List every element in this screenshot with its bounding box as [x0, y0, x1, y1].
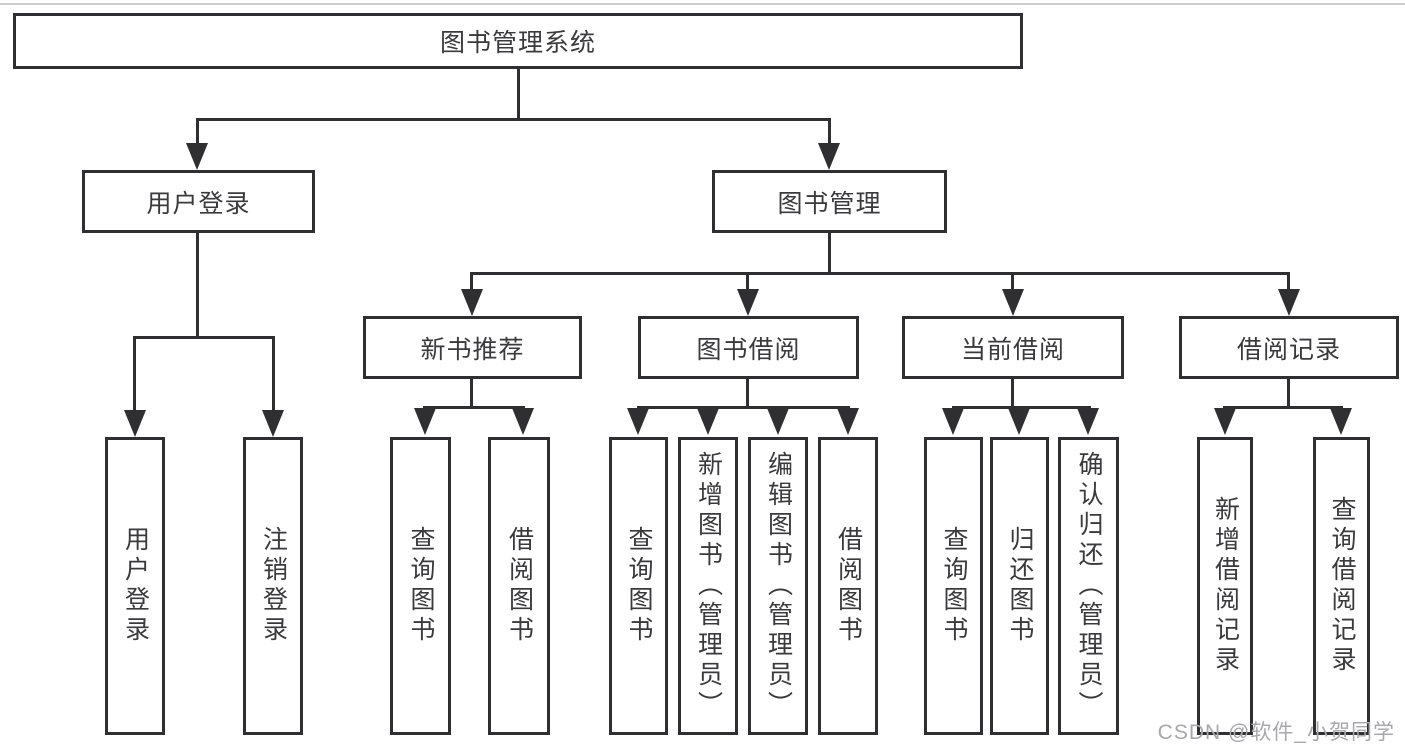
leaf-label: 查询图书 — [940, 526, 968, 646]
arrowhead-down-icon — [1002, 289, 1024, 316]
connector-drop-book-management — [828, 118, 831, 146]
node-current-borrowing-label: 当前借阅 — [960, 335, 1065, 364]
connector-drop-level3 — [746, 272, 749, 292]
leaf-label: 新增图书（管理员） — [694, 451, 723, 721]
leaf-label: 新增借阅记录 — [1211, 496, 1240, 676]
node-library-system-label: 图书管理系统 — [439, 29, 596, 57]
node-user-login-label: 用户登录 — [146, 189, 251, 218]
leaf-query-books: 查询图书 — [924, 437, 983, 735]
node-book-borrowing: 图书借阅 — [638, 316, 859, 379]
node-library-system: 图书管理系统 — [13, 13, 1023, 69]
leaf-confirm-return-admin: 确认归还（管理员） — [1058, 437, 1119, 735]
leaf-query-borrow-record: 查询借阅记录 — [1313, 437, 1370, 735]
node-borrowing-records: 借阅记录 — [1179, 316, 1399, 379]
connector-user-login-stem — [196, 233, 199, 339]
connector-stem — [1011, 379, 1014, 409]
arrowhead-down-icon — [1278, 289, 1300, 316]
connector-stem — [470, 379, 473, 409]
arrowhead-down-icon — [1330, 408, 1352, 435]
node-book-management-label: 图书管理 — [777, 189, 882, 218]
connector-user-login-horizontal — [133, 336, 275, 339]
leaf-borrow-books: 借阅图书 — [488, 437, 550, 735]
page-top-divider — [0, 3, 1405, 5]
arrowhead-down-icon — [737, 289, 759, 316]
arrowhead-down-icon — [512, 408, 534, 435]
arrowhead-down-icon — [942, 408, 964, 435]
leaf-add-borrow-record: 新增借阅记录 — [1197, 437, 1253, 735]
leaf-label: 查询图书 — [625, 526, 653, 646]
arrowhead-down-icon — [414, 408, 436, 435]
leaf-borrow-books: 借阅图书 — [818, 437, 878, 735]
node-new-book-recommendation: 新书推荐 — [363, 316, 582, 379]
arrowhead-down-icon — [124, 410, 146, 437]
arrowhead-down-icon — [627, 408, 649, 435]
leaf-label: 借阅图书 — [834, 526, 863, 646]
connector-stem — [746, 379, 749, 409]
leaf-label: 查询借阅记录 — [1328, 496, 1356, 676]
connector-horizontal — [423, 406, 525, 409]
node-book-borrowing-label: 图书借阅 — [696, 335, 801, 364]
arrowhead-down-icon — [767, 408, 789, 435]
leaf-label: 借阅图书 — [505, 526, 534, 646]
connector-book-management-stem — [828, 233, 831, 275]
arrowhead-down-icon — [1077, 408, 1099, 435]
leaf-label: 确认归还（管理员） — [1075, 451, 1103, 721]
arrowhead-down-icon — [837, 408, 859, 435]
connector-drop-leaf — [133, 336, 136, 411]
leaf-query-books: 查询图书 — [390, 437, 451, 735]
arrowhead-down-icon — [461, 289, 483, 316]
arrowhead-down-icon — [818, 143, 840, 170]
leaf-edit-books-admin: 编辑图书（管理员） — [748, 437, 808, 735]
leaf-query-books: 查询图书 — [609, 437, 668, 735]
leaf-label: 注销登录 — [259, 526, 288, 646]
connector-drop-leaf — [272, 336, 275, 411]
leaf-label: 用户登录 — [121, 526, 150, 646]
node-borrowing-records-label: 借阅记录 — [1236, 335, 1341, 364]
connector-drop-level3 — [1011, 272, 1014, 292]
connector-root-stem — [517, 69, 520, 121]
connector-drop-level3 — [470, 272, 473, 292]
arrowhead-down-icon — [186, 143, 208, 170]
leaf-label: 查询图书 — [407, 526, 435, 646]
connector-horizontal — [637, 406, 850, 409]
node-new-book-recommendation-label: 新书推荐 — [420, 335, 525, 364]
connector-drop-user-login — [196, 118, 199, 146]
leaf-label: 编辑图书（管理员） — [764, 451, 793, 721]
node-current-borrowing: 当前借阅 — [902, 316, 1124, 379]
arrowhead-down-icon — [262, 410, 284, 437]
leaf-add-books-admin: 新增图书（管理员） — [678, 437, 738, 735]
csdn-watermark: CSDN @软件_小贺同学 — [1157, 721, 1395, 744]
connector-level1-horizontal — [196, 118, 831, 121]
arrowhead-down-icon — [1214, 408, 1236, 435]
node-book-management: 图书管理 — [712, 170, 947, 233]
arrowhead-down-icon — [1008, 408, 1030, 435]
leaf-user-login: 用户登录 — [105, 437, 165, 735]
connector-horizontal — [952, 406, 1091, 409]
node-user-login: 用户登录 — [82, 170, 315, 233]
connector-horizontal — [1223, 406, 1343, 409]
arrowhead-down-icon — [697, 408, 719, 435]
connector-stem — [1287, 379, 1290, 409]
leaf-logout: 注销登录 — [243, 437, 303, 735]
leaf-return-books: 归还图书 — [990, 437, 1049, 735]
connector-level3-horizontal — [470, 272, 1290, 275]
leaf-label: 归还图书 — [1006, 526, 1034, 646]
connector-drop-level3 — [1287, 272, 1290, 292]
